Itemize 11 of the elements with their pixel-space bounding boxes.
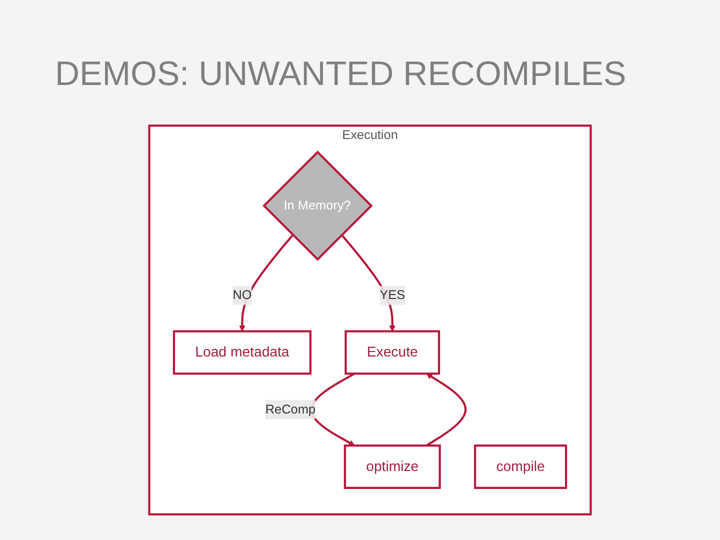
node-box: Execute bbox=[344, 330, 440, 375]
node-box: optimize bbox=[344, 444, 441, 489]
arrow bbox=[426, 373, 467, 446]
edge-label: YES bbox=[380, 288, 406, 302]
slide-title: DEMOS: UNWANTED RECOMPILES bbox=[55, 55, 626, 94]
node-diamond: In Memory? bbox=[262, 150, 373, 261]
node-box: compile bbox=[474, 444, 568, 489]
node-box: Load metadata bbox=[172, 330, 312, 375]
edge-label: ReComp bbox=[265, 402, 316, 416]
edge-label: NO bbox=[232, 288, 252, 302]
arrow bbox=[239, 234, 294, 332]
